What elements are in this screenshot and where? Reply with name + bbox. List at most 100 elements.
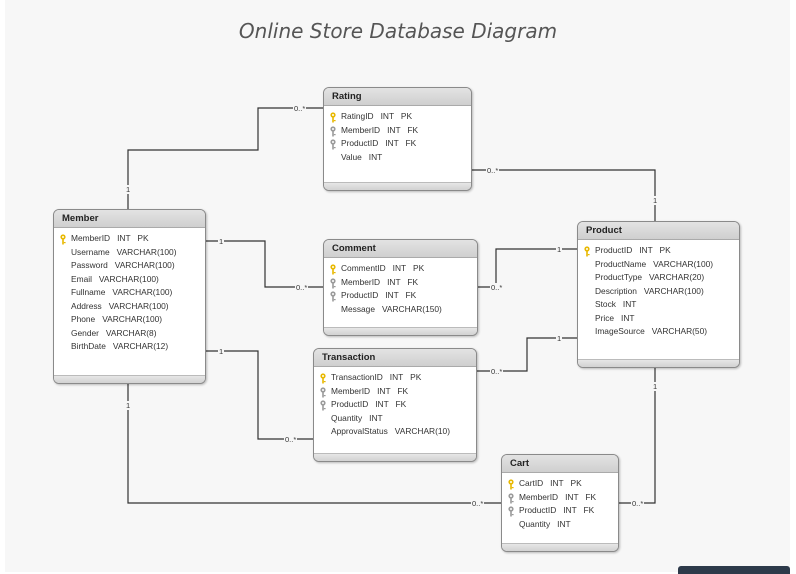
primary-key-icon bbox=[507, 479, 515, 490]
card-label: 1 bbox=[556, 245, 563, 254]
foreign-key-icon bbox=[329, 277, 337, 289]
entity-field: RatingID INT PK bbox=[324, 110, 471, 124]
field-text: Value INT bbox=[341, 151, 383, 162]
primary-key-icon bbox=[59, 234, 67, 245]
card-label: 1 bbox=[652, 196, 659, 205]
entity-title: Product bbox=[578, 222, 739, 240]
foreign-key-icon bbox=[329, 125, 337, 137]
card-label: 0..* bbox=[490, 367, 504, 376]
card-label: 0..* bbox=[471, 499, 485, 508]
primary-key-icon bbox=[329, 264, 337, 275]
line-member-transaction bbox=[204, 350, 313, 440]
entity-field: ProductID INT PK bbox=[578, 244, 739, 258]
primary-key-icon bbox=[583, 246, 591, 257]
field-text: CommentID INT PK bbox=[341, 263, 425, 273]
primary-key-icon bbox=[329, 112, 337, 123]
field-text: Password VARCHAR(100) bbox=[71, 260, 175, 270]
field-text: Price INT bbox=[595, 312, 635, 323]
app-badge bbox=[678, 566, 790, 574]
field-text: ProductID INT FK bbox=[341, 290, 417, 300]
field-text: Stock INT bbox=[595, 299, 637, 309]
entity-title: Comment bbox=[324, 240, 477, 258]
field-text: Address VARCHAR(100) bbox=[71, 300, 169, 311]
foreign-key-icon bbox=[319, 400, 327, 411]
field-text: Gender VARCHAR(8) bbox=[71, 327, 157, 338]
entity-field: MemberID INT FK bbox=[314, 385, 476, 399]
card-label: 0..* bbox=[490, 283, 504, 292]
entity-field: ProductName VARCHAR(100) bbox=[578, 258, 739, 272]
entity-field: ProductID INT FK bbox=[502, 504, 618, 518]
entity-field: ProductID INT FK bbox=[324, 137, 471, 151]
entity-field: Quantity INT bbox=[502, 518, 618, 532]
entity-field: Stock INT bbox=[578, 298, 739, 312]
card-label: 1 bbox=[218, 347, 225, 356]
entity-field: ProductID INT FK bbox=[314, 398, 476, 412]
entity-field: ApprovalStatus VARCHAR(10) bbox=[314, 425, 476, 439]
foreign-key-icon bbox=[329, 139, 337, 150]
entity-field: MemberID INT PK bbox=[54, 232, 205, 246]
field-text: ProductID INT FK bbox=[331, 399, 407, 409]
foreign-key-icon bbox=[319, 386, 327, 398]
card-label: 0..* bbox=[295, 283, 309, 292]
field-text: Message VARCHAR(150) bbox=[341, 303, 442, 314]
entity-title: Member bbox=[54, 210, 205, 228]
entity-field: MemberID INT FK bbox=[324, 124, 471, 138]
line-product-cart bbox=[617, 366, 656, 504]
entity-field: BirthDate VARCHAR(12) bbox=[54, 340, 205, 354]
entity-field: ProductID INT FK bbox=[324, 289, 477, 303]
card-label: 0..* bbox=[293, 104, 307, 113]
field-text: BirthDate VARCHAR(12) bbox=[71, 341, 169, 351]
field-text: ProductType VARCHAR(20) bbox=[595, 272, 705, 282]
entity-field: Description VARCHAR(100) bbox=[578, 285, 739, 299]
card-label: 1 bbox=[125, 185, 132, 194]
field-text: ApprovalStatus VARCHAR(10) bbox=[331, 426, 450, 436]
entity-footer bbox=[324, 327, 477, 335]
field-text: Username VARCHAR(100) bbox=[71, 246, 177, 257]
entity-field: MemberID INT FK bbox=[324, 276, 477, 290]
field-text: Fullname VARCHAR(100) bbox=[71, 287, 173, 297]
field-text: Email VARCHAR(100) bbox=[71, 273, 159, 284]
entity-field: Gender VARCHAR(8) bbox=[54, 327, 205, 341]
entity-footer bbox=[324, 182, 471, 190]
card-label: 1 bbox=[125, 401, 132, 410]
card-label: 0..* bbox=[631, 499, 645, 508]
line-member-cart bbox=[127, 382, 501, 504]
field-text: RatingID INT PK bbox=[341, 111, 413, 121]
field-text: MemberID INT FK bbox=[519, 491, 597, 502]
entity-field: Price INT bbox=[578, 312, 739, 326]
line-member-rating bbox=[127, 107, 323, 210]
entity-title: Cart bbox=[502, 455, 618, 473]
entity-field: MemberID INT FK bbox=[502, 491, 618, 505]
entity-field: Quantity INT bbox=[314, 412, 476, 426]
foreign-key-icon bbox=[507, 506, 515, 517]
card-label: 1 bbox=[218, 237, 225, 246]
primary-key-icon bbox=[319, 373, 327, 384]
field-text: Description VARCHAR(100) bbox=[595, 285, 704, 296]
field-text: MemberID INT PK bbox=[71, 233, 149, 243]
entity-field: Fullname VARCHAR(100) bbox=[54, 286, 205, 300]
foreign-key-icon bbox=[329, 291, 337, 302]
field-text: MemberID INT FK bbox=[341, 276, 419, 287]
entity-field: Password VARCHAR(100) bbox=[54, 259, 205, 273]
field-text: MemberID INT FK bbox=[341, 124, 419, 135]
field-text: Quantity INT bbox=[519, 518, 571, 529]
entity-field: Username VARCHAR(100) bbox=[54, 246, 205, 260]
entity-footer bbox=[578, 359, 739, 367]
field-text: ProductID INT FK bbox=[341, 138, 417, 148]
line-product-rating bbox=[470, 169, 656, 221]
field-text: TransactionID INT PK bbox=[331, 372, 422, 382]
entity-field: ProductType VARCHAR(20) bbox=[578, 271, 739, 285]
foreign-key-icon bbox=[507, 492, 515, 504]
entity-title: Transaction bbox=[314, 349, 476, 367]
line-product-comment bbox=[476, 248, 577, 288]
entity-title: Rating bbox=[324, 88, 471, 106]
entity-field: Address VARCHAR(100) bbox=[54, 300, 205, 314]
entity-field: Phone VARCHAR(100) bbox=[54, 313, 205, 327]
card-label: 1 bbox=[652, 382, 659, 391]
